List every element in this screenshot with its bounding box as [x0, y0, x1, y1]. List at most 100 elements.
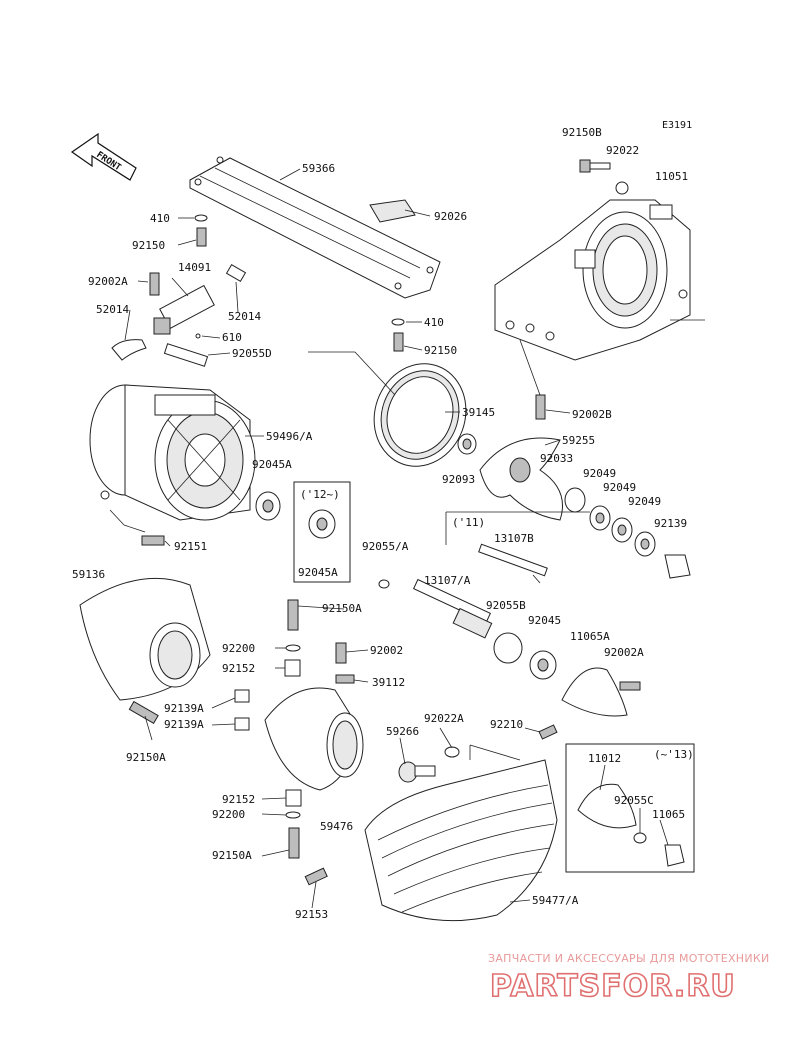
- seal-92093: [457, 433, 477, 455]
- bolt-92002: [335, 642, 347, 664]
- callout-label: 92002: [370, 644, 403, 657]
- callout-label: 92200: [212, 808, 245, 821]
- callout-label: 92033: [540, 452, 573, 465]
- cap-92139: [664, 554, 691, 579]
- oring-92055B: [493, 632, 523, 664]
- callout-label: 52014: [96, 303, 129, 316]
- callout-label: 59366: [302, 162, 335, 175]
- ride-plate-59477A: [364, 759, 558, 922]
- circlip-92033: [564, 487, 586, 513]
- fitting-14091: [111, 263, 247, 367]
- washer-410-upper: [194, 214, 208, 222]
- oring-92055A: [378, 579, 390, 589]
- bolt-92150A-lower: [288, 827, 300, 859]
- washer-92200-lower: [285, 811, 301, 819]
- callout-label: 92200: [222, 642, 255, 655]
- bolt-92150A-left: [128, 700, 159, 725]
- callout-label: 92139A: [164, 702, 204, 715]
- bearing-92045A: [255, 491, 281, 521]
- nozzle-housing-59136: [79, 577, 211, 701]
- impeller-59255: [479, 437, 563, 521]
- callout-label: 92055B: [486, 599, 526, 612]
- watermark: ЗАПЧАСТИ И АКСЕССУАРЫ ДЛЯ МОТОТЕХНИКИ PA…: [488, 952, 770, 1005]
- callout-label: ('11): [452, 516, 485, 529]
- callout-labels: 92150B 92022 11051 59366 410 92026 92150…: [72, 126, 694, 921]
- front-arrow-icon: FRONT: [70, 132, 137, 181]
- callout-label: 59255: [562, 434, 595, 447]
- callout-label: 92049: [583, 467, 616, 480]
- callout-label: ('12~): [300, 488, 340, 501]
- callout-label: 92150: [424, 344, 457, 357]
- callout-label: 92055/A: [362, 540, 409, 553]
- callout-label: 92093: [442, 473, 475, 486]
- callout-label: 92153: [295, 908, 328, 921]
- callout-label: 92002B: [572, 408, 612, 421]
- callout-label: 13107/A: [424, 574, 471, 587]
- callout-label: 92002A: [88, 275, 128, 288]
- callout-label: 92022A: [424, 712, 464, 725]
- callout-label: 39112: [372, 676, 405, 689]
- callout-label: 92150A: [212, 849, 252, 862]
- cap-11065A: [561, 667, 628, 717]
- bolt-92151: [141, 535, 165, 546]
- fitting-59266: [398, 761, 436, 783]
- callout-label: 92026: [434, 210, 467, 223]
- bolt-92150B: [579, 159, 611, 173]
- bolt-92150A-center: [287, 599, 299, 631]
- callout-label: 39145: [462, 406, 495, 419]
- callout-label: 92045A: [252, 458, 292, 471]
- callout-label: 92150: [132, 239, 165, 252]
- bolt-92150-upper: [196, 227, 207, 247]
- callout-label: 92045: [528, 614, 561, 627]
- screw-92210: [538, 724, 558, 740]
- callout-label: 410: [424, 316, 444, 329]
- callout-label: 92139: [654, 517, 687, 530]
- callout-label: 92139A: [164, 718, 204, 731]
- callout-label: 11051: [655, 170, 688, 183]
- callout-label: 92210: [490, 718, 523, 731]
- callout-label: 92049: [603, 481, 636, 494]
- collar-92139A-b: [234, 717, 250, 731]
- box-12-on: [293, 481, 351, 583]
- watermark-logo: PARTSFOR.RU: [490, 969, 736, 1004]
- callout-label: 13107B: [494, 532, 534, 545]
- collar-92139A-a: [234, 689, 250, 703]
- callout-label: 92022: [606, 144, 639, 157]
- shaft-13107A: [412, 578, 493, 639]
- callout-label: 92151: [174, 540, 207, 553]
- callout-label: 92055C: [614, 794, 654, 807]
- diagram-code: E3191: [662, 120, 692, 131]
- seal-92049-c: [634, 531, 656, 557]
- box-up-to-13: [565, 743, 695, 873]
- callout-label: 11065A: [570, 630, 610, 643]
- collar-92152-lower: [285, 789, 302, 807]
- pump-liner-39145: [373, 363, 467, 467]
- callout-label: 59477/A: [532, 894, 579, 907]
- bolt-92002A-right: [619, 681, 641, 691]
- plate-39112: [335, 674, 355, 684]
- leader-lines: [109, 168, 705, 909]
- collar-92152-upper: [284, 659, 301, 677]
- washer-410-lower: [391, 318, 405, 326]
- callout-label: 11065: [652, 808, 685, 821]
- callout-label: (~'13): [654, 748, 694, 761]
- callout-label: 92152: [222, 662, 255, 675]
- bearing-92045: [529, 650, 557, 680]
- pump-housing-11051: [494, 199, 691, 361]
- nozzle-59476: [264, 687, 364, 791]
- callout-label: 11012: [588, 752, 621, 765]
- callout-label: 92055D: [232, 347, 272, 360]
- callout-label: 92152: [222, 793, 255, 806]
- washer-92022A: [444, 746, 460, 758]
- callout-label: 52014: [228, 310, 261, 323]
- washer-92200-upper: [285, 644, 301, 652]
- callout-label: 92045A: [298, 566, 338, 579]
- seal-92049-b: [611, 517, 633, 543]
- pump-case-59496A: [89, 384, 256, 521]
- callout-label: 59136: [72, 568, 105, 581]
- callout-label: 92002A: [604, 646, 644, 659]
- watermark-tagline: ЗАПЧАСТИ И АКСЕССУАРЫ ДЛЯ МОТОТЕХНИКИ: [488, 952, 770, 965]
- callout-label: 59266: [386, 725, 419, 738]
